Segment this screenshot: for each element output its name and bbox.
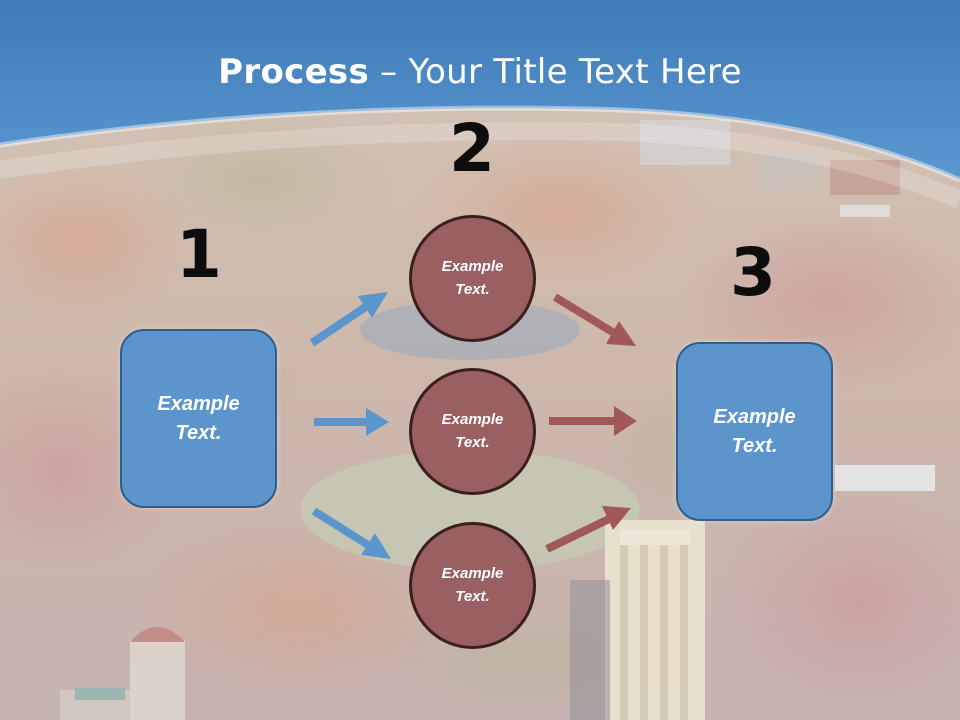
arrow-icon bbox=[311, 507, 391, 559]
left-process-box[interactable]: Example Text. bbox=[120, 329, 277, 508]
circle-top-text: Example Text. bbox=[441, 258, 504, 298]
arrow-icon bbox=[549, 406, 637, 436]
arrow-icon bbox=[552, 293, 636, 346]
title-bold: Process bbox=[218, 52, 370, 92]
circle-bottom[interactable]: Example Text. bbox=[409, 522, 536, 649]
left-box-text: Example Text. bbox=[157, 392, 240, 444]
circle-top[interactable]: Example Text. bbox=[409, 215, 536, 342]
circle-middle[interactable]: Example Text. bbox=[409, 368, 536, 495]
arrow-icon bbox=[309, 292, 388, 347]
step-number-3: 3 bbox=[730, 234, 776, 311]
arrow-icon bbox=[545, 506, 631, 553]
step-number-2: 2 bbox=[449, 110, 495, 187]
arrow-icon bbox=[314, 408, 389, 436]
right-process-box[interactable]: Example Text. bbox=[676, 342, 833, 521]
right-box-text: Example Text. bbox=[713, 405, 796, 457]
step-number-1: 1 bbox=[176, 216, 222, 293]
title-rest: – Your Title Text Here bbox=[369, 52, 742, 92]
circle-middle-text: Example Text. bbox=[441, 411, 504, 451]
circle-bottom-text: Example Text. bbox=[441, 565, 504, 605]
slide-title: Process – Your Title Text Here bbox=[0, 52, 960, 92]
